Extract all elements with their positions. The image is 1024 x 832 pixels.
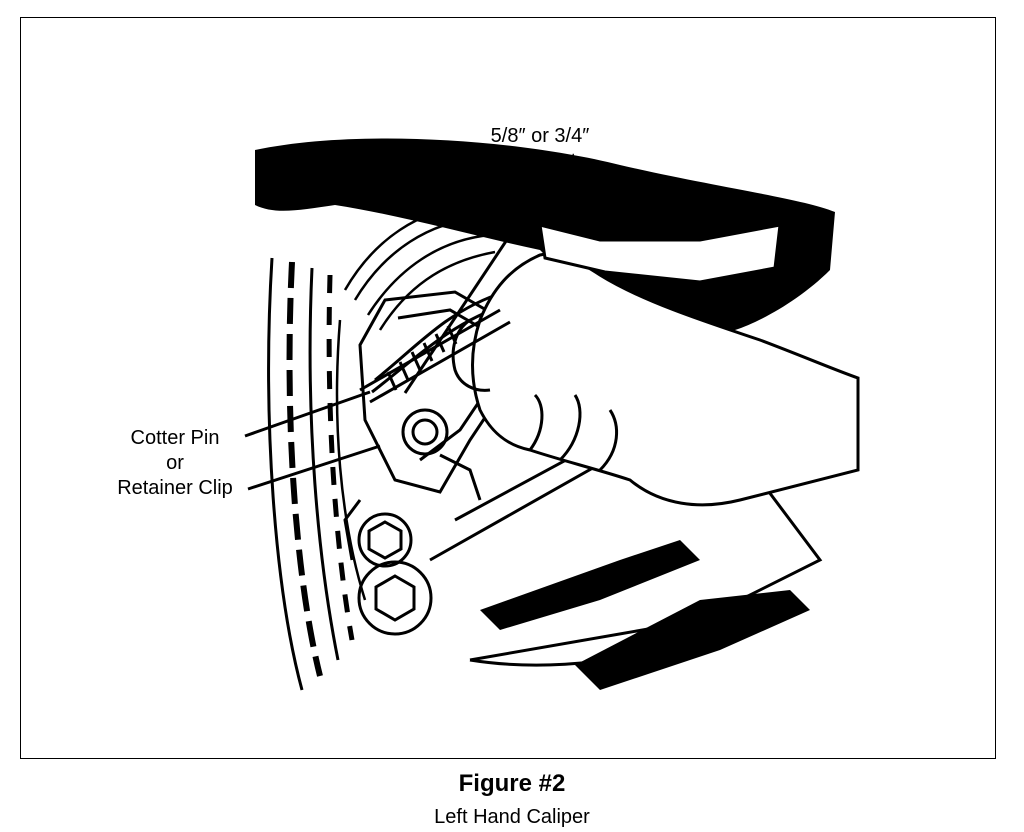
brake-rotor xyxy=(335,203,496,601)
hex-nut-size-text: 5/8″ or 3/4″ xyxy=(490,125,590,147)
hand xyxy=(451,252,860,507)
cotter-pin-leader xyxy=(244,390,371,438)
or-text: or xyxy=(166,452,184,474)
figure-title: Figure #2 xyxy=(458,770,566,797)
retainer-clip-text: Retainer Clip xyxy=(117,477,233,499)
arm-shadow xyxy=(480,540,700,630)
cotter-pin-text: Cotter Pin xyxy=(130,427,220,449)
retainer-clip-leader xyxy=(247,444,381,491)
wrench xyxy=(359,222,782,404)
figure-subtitle: Left Hand Caliper xyxy=(434,806,590,828)
lower-shadow xyxy=(575,590,810,690)
cotter-pin-label: Cotter Pin or Retainer Clip xyxy=(100,426,250,501)
hex-nut-label: 5/8″ or 3/4″ Hex Nut xyxy=(470,124,610,174)
hex-nut-text: Hex Nut xyxy=(503,150,577,172)
tire xyxy=(267,257,355,691)
leader-lines xyxy=(244,174,552,491)
hex-nut-leader xyxy=(403,174,552,394)
mounting-bolts xyxy=(343,499,433,636)
